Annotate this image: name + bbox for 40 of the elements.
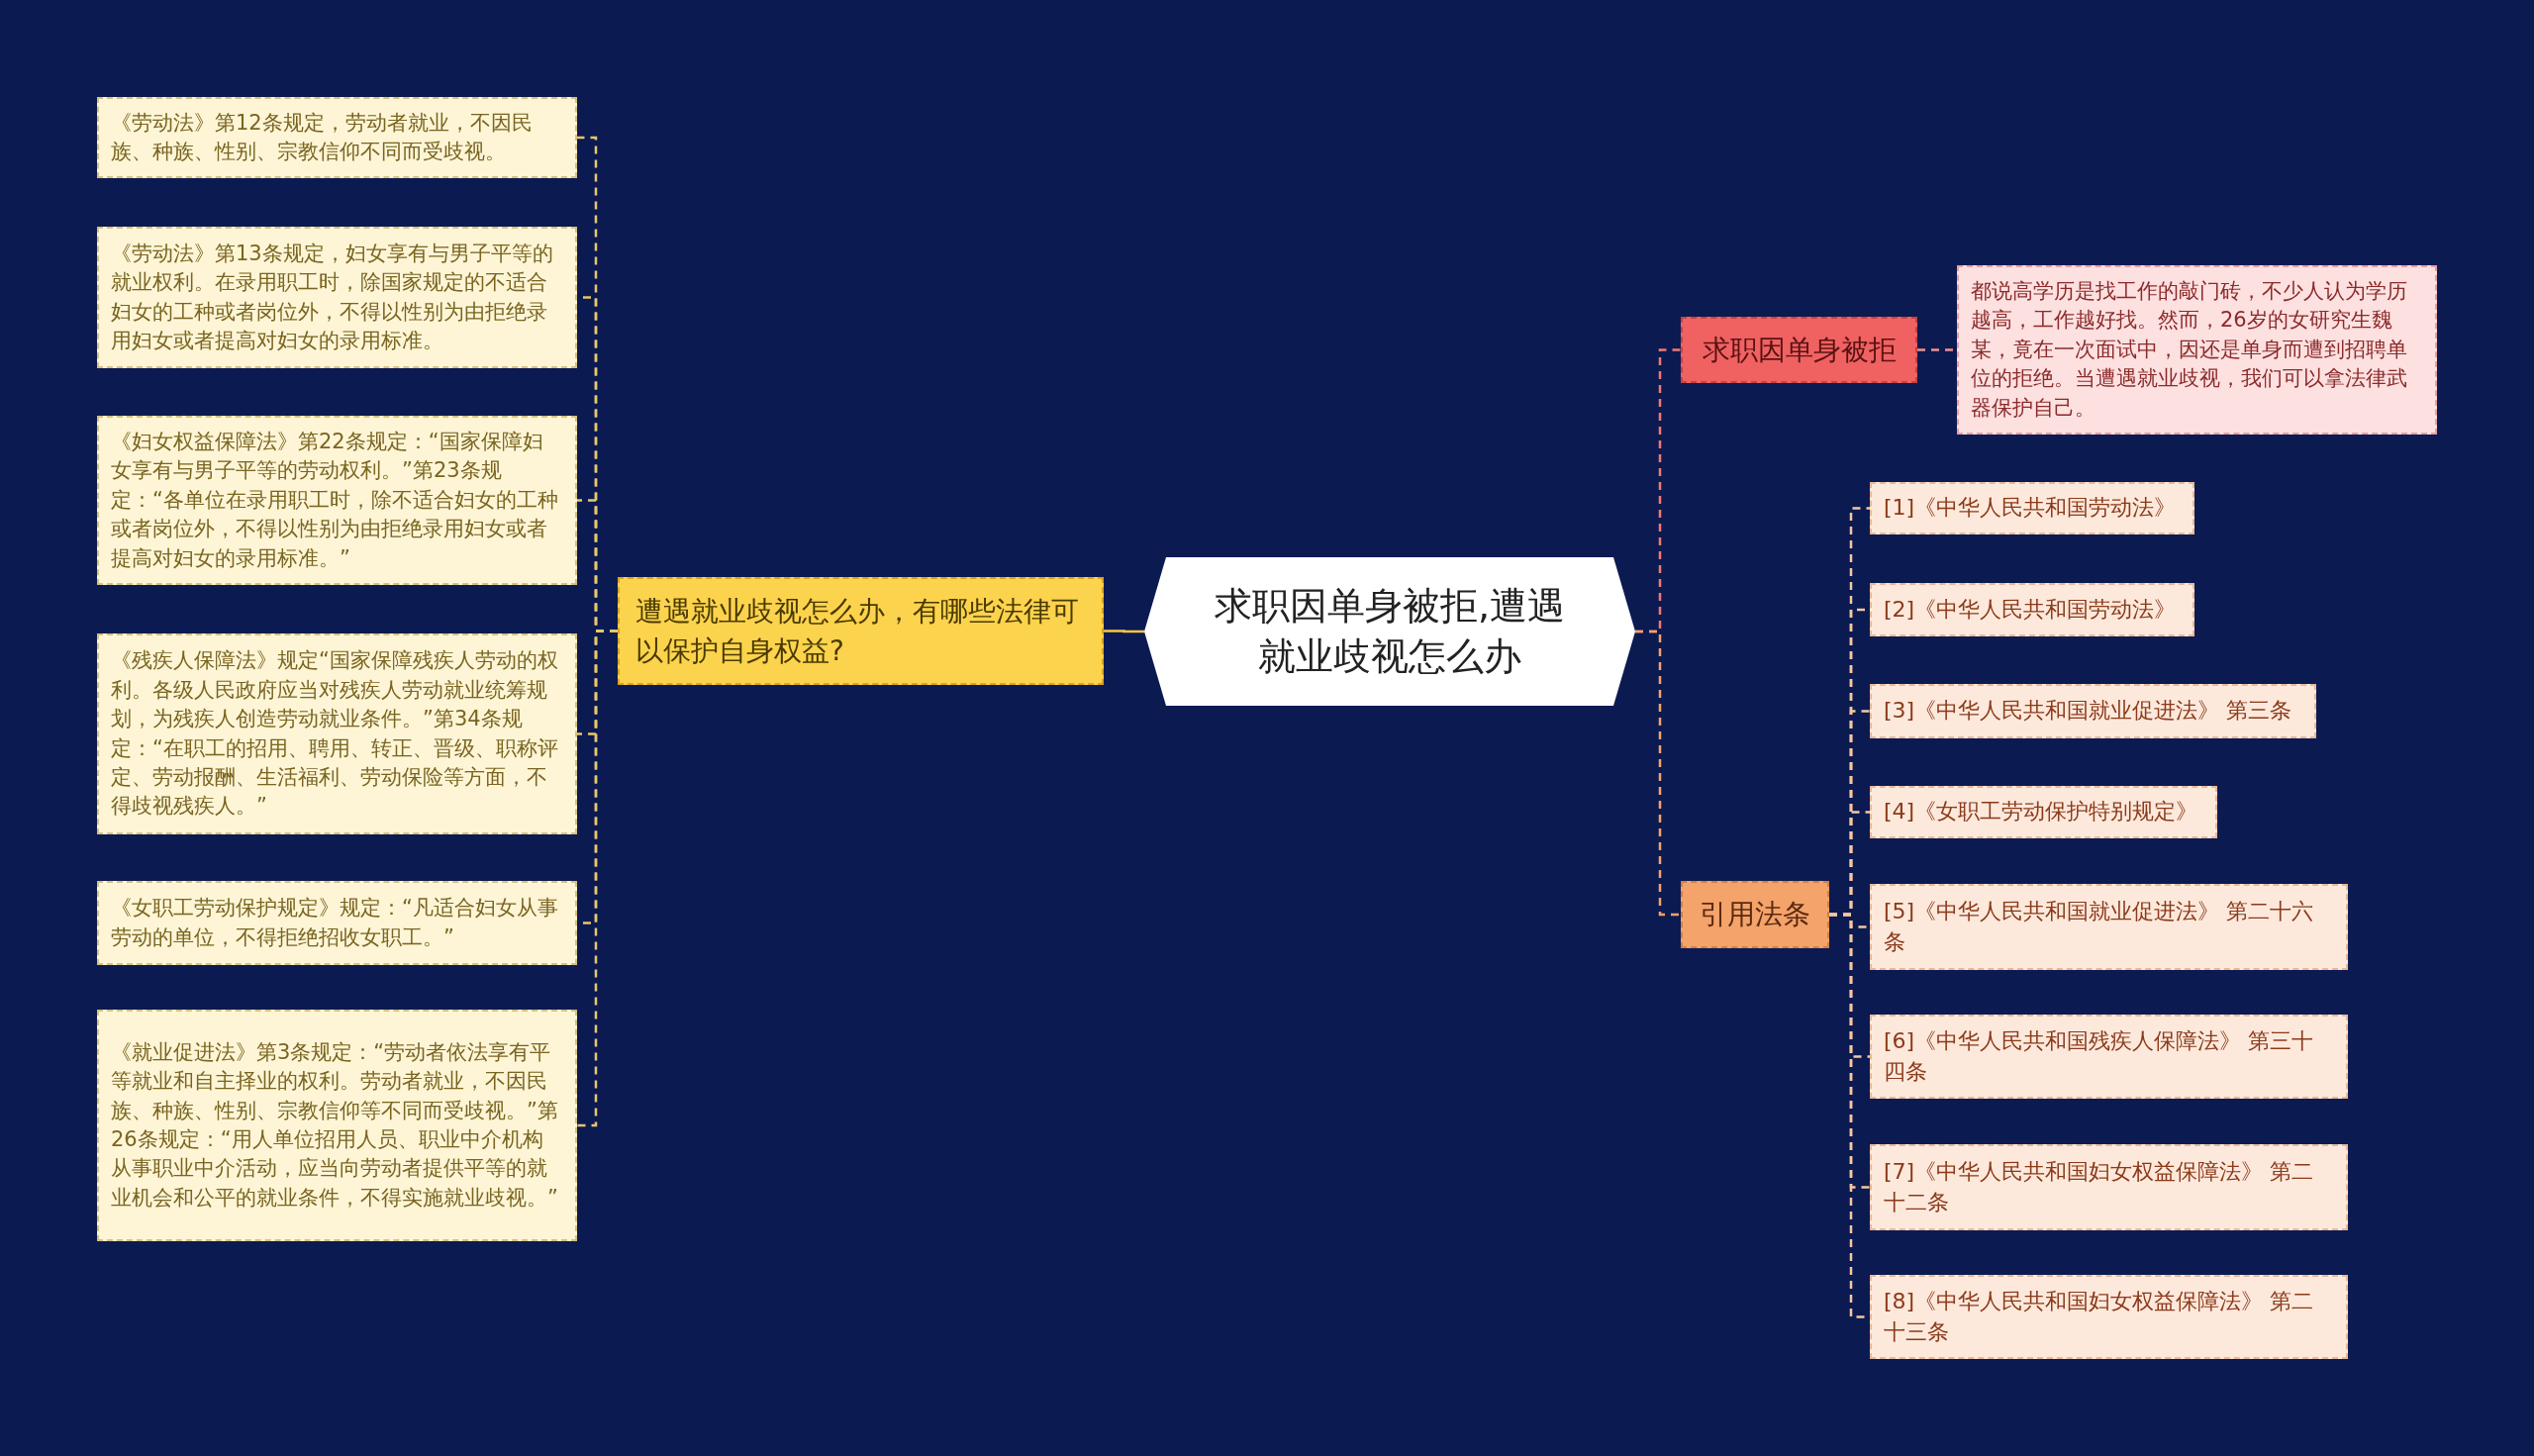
node-text: [5]《中华人民共和国就业促进法》 第二十六条 <box>1884 897 2315 956</box>
topic-box <box>1681 881 1829 948</box>
reference-box <box>1870 684 2316 738</box>
reference-box <box>1870 583 2194 636</box>
node-text: 《女职工劳动保护规定》规定：“凡适合妇女从事劳动的单位，不得拒绝招收女职工。” <box>111 895 559 951</box>
node-text: [2]《中华人民共和国劳动法》 <box>1884 595 2178 624</box>
node-text: [7]《中华人民共和国妇女权益保障法》 第二十二条 <box>1884 1157 2315 1216</box>
law-text-box <box>97 227 577 368</box>
reference-box <box>1870 786 2217 838</box>
law-text-box <box>97 416 577 585</box>
node-text: [1]《中华人民共和国劳动法》 <box>1884 494 2178 523</box>
reference-box <box>1870 482 2194 534</box>
node-text: 《妇女权益保障法》第22条规定：“国家保障妇女享有与男子平等的劳动权利。”第23条规定：“各单位在录用职工时，除不适合妇女的工种或者岗位外，不得以性别为由拒绝录用妇女或者提高对妇女的录用标准。” <box>111 429 559 572</box>
connector-line <box>1104 630 1144 633</box>
node-text: 求职因单身被拒 <box>1702 332 1897 368</box>
node-text: 引用法条 <box>1700 897 1810 932</box>
reference-box <box>1870 1275 2348 1359</box>
node-text: 求职因单身被拒,遭遇就业歧视怎么办 <box>1213 582 1567 680</box>
node-text: 遭遇就业歧视怎么办，有哪些法律可以保护自身权益? <box>635 594 1080 669</box>
node-text: [4]《女职工劳动保护特别规定》 <box>1884 798 2199 826</box>
law-text-box <box>97 881 577 965</box>
central-topic-hexagon <box>1144 557 1635 706</box>
node-text: [3]《中华人民共和国就业促进法》 第三条 <box>1884 697 2293 726</box>
description-box <box>1957 265 2437 435</box>
topic-box <box>1681 317 1917 383</box>
node-text: 《劳动法》第12条规定，劳动者就业，不因民族、种族、性别、宗教信仰不同而受歧视。 <box>111 109 534 165</box>
law-text-box <box>97 633 577 834</box>
node-text: [8]《中华人民共和国妇女权益保障法》 第二十三条 <box>1884 1287 2315 1346</box>
node-text: 《就业促进法》第3条规定：“劳动者依法享有平等就业和自主择业的权利。劳动者就业，不因民族、种族、性别、宗教信仰等不同而受歧视。”第26条规定：“用人单位招用人员、职业中介机构从事职业中介活动，应当向劳动者提供平等的就业机会和公平的就业条件，不得实施就业歧视。” <box>111 1038 559 1212</box>
law-text-box <box>97 97 577 178</box>
reference-box <box>1870 1144 2348 1230</box>
reference-box <box>1870 1015 2348 1099</box>
node-text: 《残疾人保障法》规定“国家保障残疾人劳动的权利。各级人民政府应当对残疾人劳动就业统筹规划，为残疾人创造劳动就业条件。”第34条规定：“在职工的招用、聘用、转正、晋级、职称评定、劳动报酬、生活福利、劳动保险等方面，不得歧视残疾人。” <box>111 647 559 821</box>
connector-line <box>1635 630 1681 917</box>
law-text-box <box>97 1010 577 1241</box>
topic-box <box>618 577 1104 685</box>
node-text: 都说高学历是找工作的敲门砖，不少人认为学历越高，工作越好找。然而，26岁的女研究生魏某，竟在一次面试中，因还是单身而遭到招聘单位的拒绝。当遭遇就业歧视，我们可以拿法律武器保护自己。 <box>1971 278 2408 422</box>
node-text: 《劳动法》第13条规定，妇女享有与男子平等的就业权利。在录用职工时，除国家规定的不适合妇女的工种或者岗位外，不得以性别为由拒绝录用妇女或者提高对妇女的录用标准。 <box>111 240 554 354</box>
node-text: [6]《中华人民共和国残疾人保障法》 第三十四条 <box>1884 1026 2315 1086</box>
reference-box <box>1870 884 2348 970</box>
